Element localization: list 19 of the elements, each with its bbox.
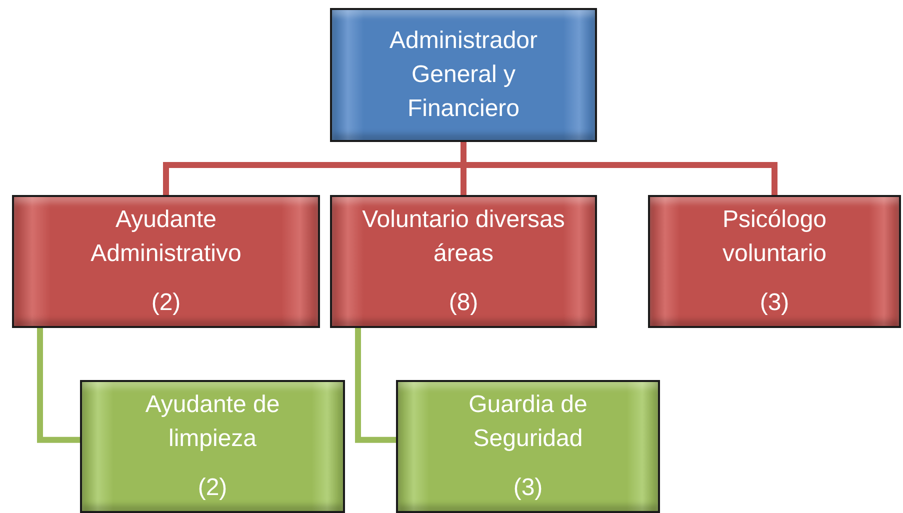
position-box [648, 195, 901, 328]
position-title: Ayudante Administrativo [90, 205, 242, 269]
connector-line [355, 328, 396, 443]
position-title: Administrador General y Financiero [388, 26, 539, 124]
staff-count: (3) [513, 473, 543, 503]
position-box [330, 195, 597, 328]
position-box [12, 195, 320, 328]
staff-count: (8) [448, 288, 478, 318]
staff-count: (2) [198, 473, 228, 503]
position-title: Voluntario diversas áreas [362, 205, 565, 269]
position-title: Guardia de Seguridad [468, 390, 588, 454]
connector-line [37, 328, 80, 443]
position-title: Ayudante de limpieza [144, 390, 281, 454]
staff-count: (3) [760, 288, 790, 318]
staff-count: (2) [151, 288, 181, 318]
director-box [330, 8, 597, 142]
position-box [396, 380, 660, 513]
position-box [80, 380, 345, 513]
position-title: Psicólogo voluntario [721, 205, 828, 269]
